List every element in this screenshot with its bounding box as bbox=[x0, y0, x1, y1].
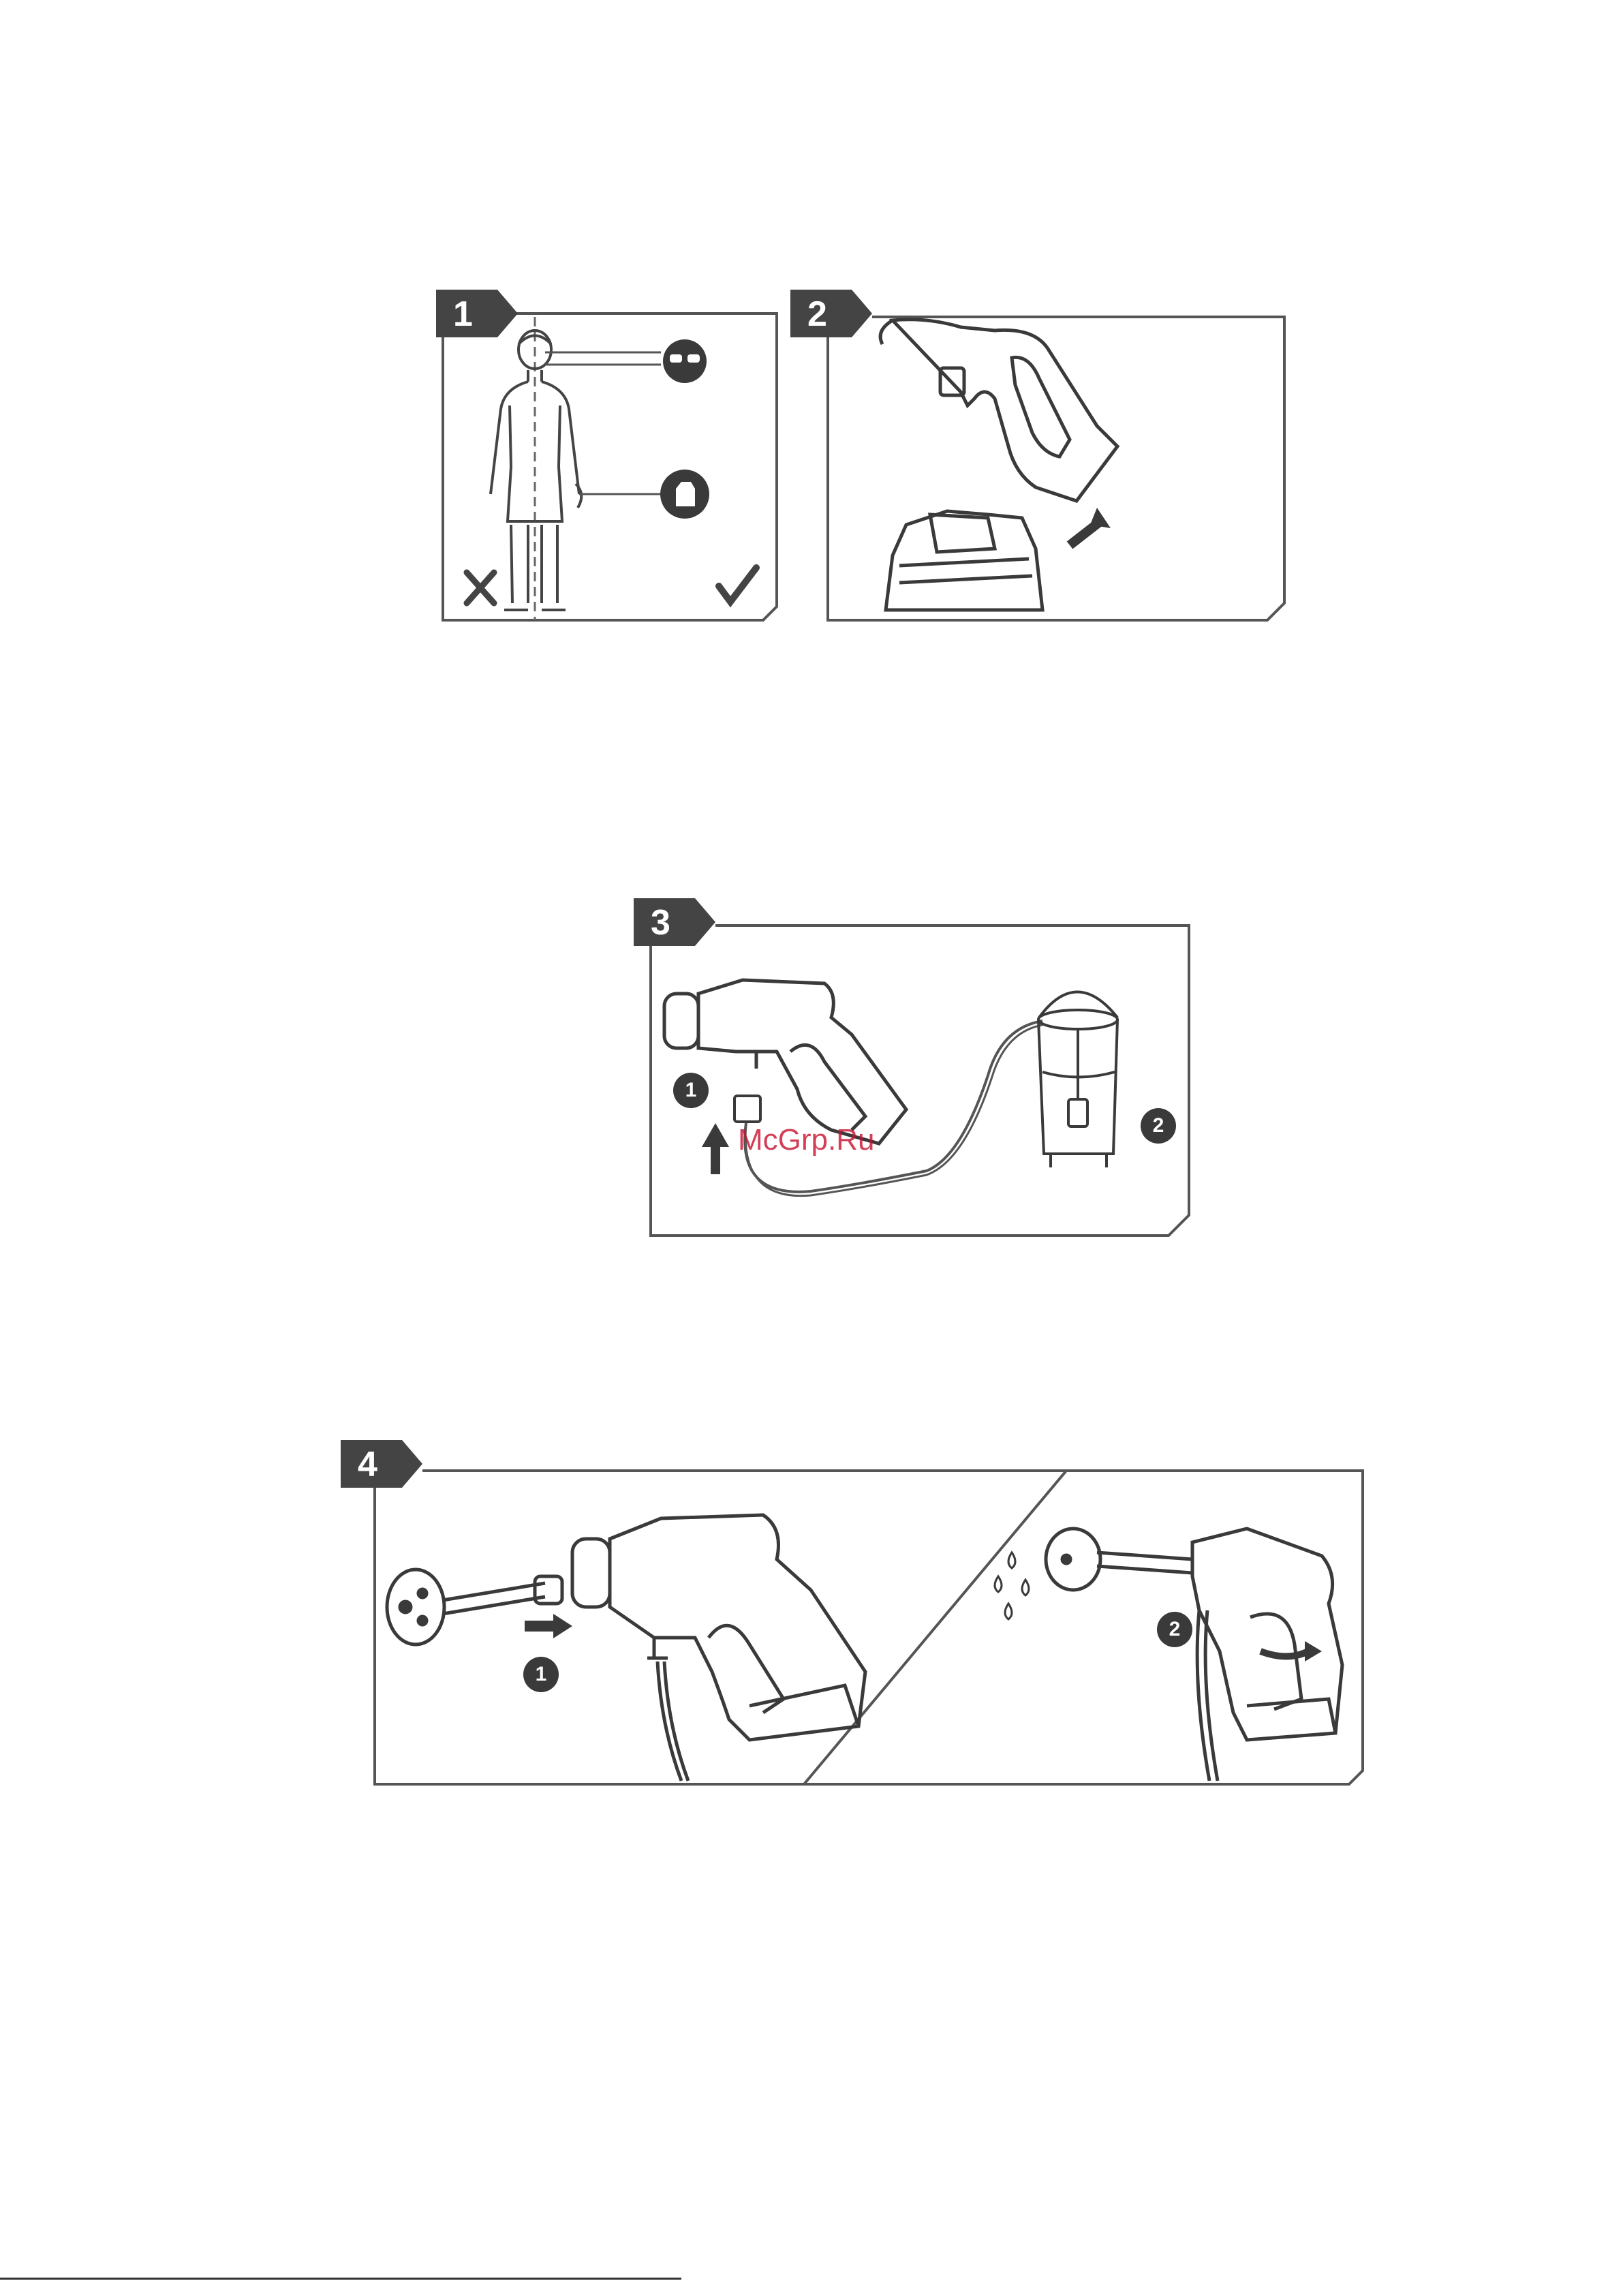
spray-nozzle-attached bbox=[1046, 1529, 1192, 1590]
step-1-illustration bbox=[436, 290, 790, 624]
step-3-callout-2: 2 bbox=[1141, 1108, 1176, 1144]
step-4-panel: 4 1 2 bbox=[341, 1440, 1376, 1794]
battery-pack bbox=[886, 511, 1042, 610]
arrow-icon bbox=[525, 1614, 572, 1638]
watermark: McGrp.Ru bbox=[738, 1123, 874, 1157]
step-4-illustration bbox=[341, 1440, 1376, 1794]
step-3-panel: 3 1 2 bbox=[634, 898, 1199, 1239]
step-4-callout-2: 2 bbox=[1157, 1612, 1192, 1647]
step-tag bbox=[341, 1440, 422, 1488]
step-2-panel: 2 bbox=[790, 290, 1288, 624]
step-4-callout-1: 1 bbox=[523, 1657, 559, 1692]
step-1-panel: 1 bbox=[436, 290, 790, 624]
step-2-illustration bbox=[790, 290, 1288, 624]
cross-mark-icon bbox=[467, 572, 494, 603]
footer-rule bbox=[0, 2278, 681, 2280]
water-drop-icon bbox=[995, 1552, 1029, 1619]
pressure-washer-gun bbox=[572, 1515, 865, 1781]
person-figure bbox=[491, 331, 581, 610]
step-tag bbox=[790, 290, 872, 337]
safety-glasses-icon bbox=[663, 339, 707, 383]
step-2-number: 2 bbox=[807, 296, 827, 332]
pressure-washer-handle bbox=[880, 320, 1117, 501]
step-1-number: 1 bbox=[453, 296, 473, 332]
hose-adapter bbox=[735, 1096, 760, 1122]
step-3-number: 3 bbox=[651, 905, 670, 940]
step-tag bbox=[436, 290, 518, 337]
step-3-callout-1: 1 bbox=[673, 1073, 709, 1108]
arrow-icon bbox=[702, 1123, 729, 1174]
step-4-number: 4 bbox=[358, 1447, 377, 1482]
water-bucket bbox=[1038, 992, 1117, 1168]
step-3-illustration bbox=[634, 898, 1199, 1239]
safety-gloves-icon bbox=[660, 470, 709, 519]
step-tag bbox=[634, 898, 715, 946]
pressure-washer-gun bbox=[664, 980, 906, 1144]
arrow-icon bbox=[1070, 508, 1111, 545]
check-mark-icon bbox=[719, 568, 756, 602]
arrow-icon bbox=[1261, 1641, 1322, 1662]
spray-nozzle bbox=[387, 1570, 562, 1644]
